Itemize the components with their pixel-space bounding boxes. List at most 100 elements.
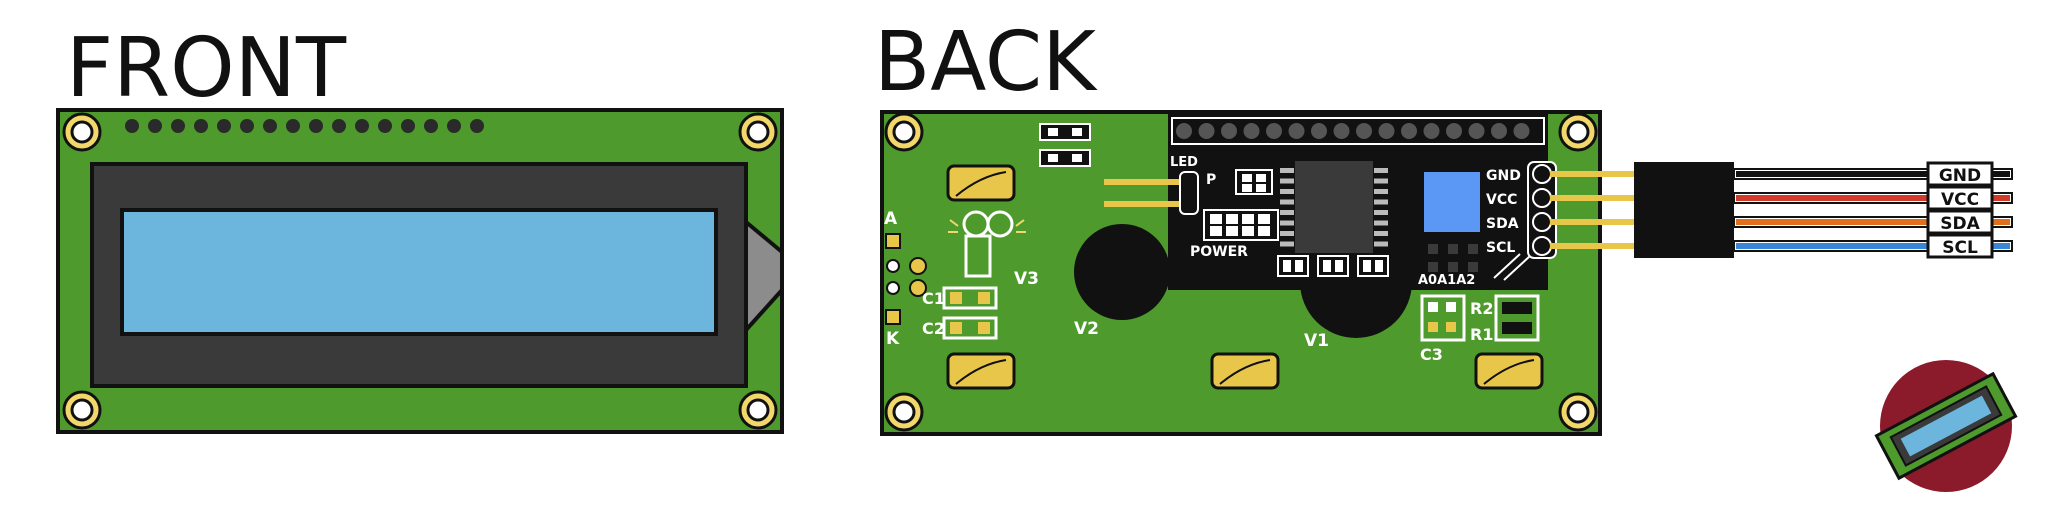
contrast-potentiometer — [1424, 172, 1480, 232]
pin-label-scl: SCL — [1486, 240, 1515, 256]
header-hole — [1333, 123, 1350, 139]
header-hole — [148, 119, 162, 133]
backpack-header-holes — [1176, 123, 1530, 139]
header-pin — [1550, 219, 1636, 225]
header-hole — [1311, 123, 1327, 139]
header-hole — [1378, 123, 1395, 139]
front-lcd-module — [56, 108, 784, 434]
dupont-cable: GND VCC SDA SCL — [1550, 161, 2013, 259]
address-pads — [1277, 255, 1389, 277]
back-lcd-module: A K V3 C1 C2 V2 V1 C3 R1 R2 LED P — [880, 110, 1602, 436]
pin-label-gnd: GND — [1486, 168, 1521, 184]
yellow-components — [946, 164, 1544, 390]
lcd-module-icon — [1874, 360, 2018, 492]
i2c-pin-header — [1527, 161, 1557, 259]
label-p: P — [1206, 172, 1216, 188]
led-jumper-pins — [1104, 179, 1190, 207]
label-c2: C2 — [922, 319, 945, 338]
header-hole — [125, 119, 139, 133]
header-hole — [378, 119, 392, 133]
pin-label-sda: SDA — [1486, 216, 1519, 232]
led-jumper — [1179, 171, 1199, 215]
ic-chip — [1280, 159, 1388, 255]
label-r2: R2 — [1470, 299, 1493, 318]
header-hole — [1243, 123, 1260, 139]
header-hole — [1468, 123, 1485, 139]
label-a: A — [884, 209, 898, 229]
header-pin — [1550, 195, 1636, 201]
backpack-header-strip — [1171, 117, 1545, 145]
pin — [1532, 188, 1552, 208]
header-hole — [309, 119, 323, 133]
front-header-holes — [125, 119, 484, 133]
header-hole — [1401, 123, 1417, 139]
header-hole — [1288, 123, 1305, 139]
pin-label-vcc: VCC — [1486, 192, 1517, 208]
label-v1: V1 — [1304, 331, 1329, 351]
label-v2: V2 — [1074, 319, 1099, 339]
label-v3: V3 — [1014, 269, 1039, 289]
header-hole — [1266, 123, 1282, 139]
header-hole — [355, 119, 369, 133]
cable-label-box — [1926, 209, 1994, 235]
power-pads — [1203, 209, 1279, 241]
cable-label-box — [1926, 233, 1994, 259]
cable-label-box — [1926, 161, 1994, 187]
header-hole — [263, 119, 277, 133]
smd-top — [1039, 123, 1091, 167]
cable-label-sda: SDA — [1940, 214, 1980, 234]
header-hole — [1513, 123, 1530, 139]
header-hole — [1491, 123, 1507, 139]
pin — [1532, 164, 1552, 184]
label-c1: C1 — [922, 289, 945, 308]
transistor-v3 — [948, 210, 1026, 278]
header-hole — [1221, 123, 1237, 139]
header-hole — [332, 119, 346, 133]
front-mount-holes — [62, 112, 778, 430]
header-pin — [1550, 243, 1636, 249]
front-title: FRONT — [66, 21, 347, 116]
i2c-pin-labels: GND VCC SDA SCL — [1486, 164, 1552, 256]
pin — [1532, 212, 1552, 232]
cob-blob-v2 — [1074, 224, 1170, 320]
label-led: LED — [1170, 155, 1198, 170]
front-screen — [120, 208, 718, 336]
header-hole — [1176, 123, 1192, 139]
label-power: POWER — [1190, 244, 1248, 260]
wire-gnd — [1736, 171, 2010, 177]
header-hole — [470, 119, 484, 133]
pin — [1532, 236, 1552, 256]
header-hole — [217, 119, 231, 133]
wire-vcc — [1736, 195, 2010, 201]
label-c3: C3 — [1420, 345, 1443, 364]
label-address: A0A1A2 — [1418, 273, 1475, 288]
header-hole — [194, 119, 208, 133]
header-hole — [447, 119, 461, 133]
front-backlight-tab — [744, 217, 784, 336]
cable-label-scl: SCL — [1942, 238, 1978, 258]
wire-sda — [1736, 219, 2010, 225]
cable-label-box — [1926, 185, 1994, 211]
header-hole — [401, 119, 415, 133]
header-hole — [240, 119, 254, 133]
header-hole — [1356, 123, 1372, 139]
header-hole — [1423, 123, 1440, 139]
icon-screen — [1900, 395, 1992, 457]
header-pin — [1550, 171, 1636, 177]
header-hole — [171, 119, 185, 133]
capacitors-c1-c2 — [942, 286, 998, 340]
cable-label-gnd: GND — [1939, 166, 1981, 186]
backlight-pads — [885, 233, 927, 325]
back-mount-holes — [884, 112, 1598, 432]
dupont-connector — [1634, 162, 1734, 258]
header-hole — [424, 119, 438, 133]
header-hole — [286, 119, 300, 133]
wire-scl — [1736, 243, 2010, 249]
back-title: BACK — [874, 15, 1098, 110]
cable-label-vcc: VCC — [1941, 190, 1979, 210]
label-k: K — [886, 329, 900, 349]
i2c-backpack: LED P POWER — [1104, 114, 1557, 290]
label-r1: R1 — [1470, 325, 1493, 344]
c3-r1-r2 — [1420, 294, 1540, 342]
